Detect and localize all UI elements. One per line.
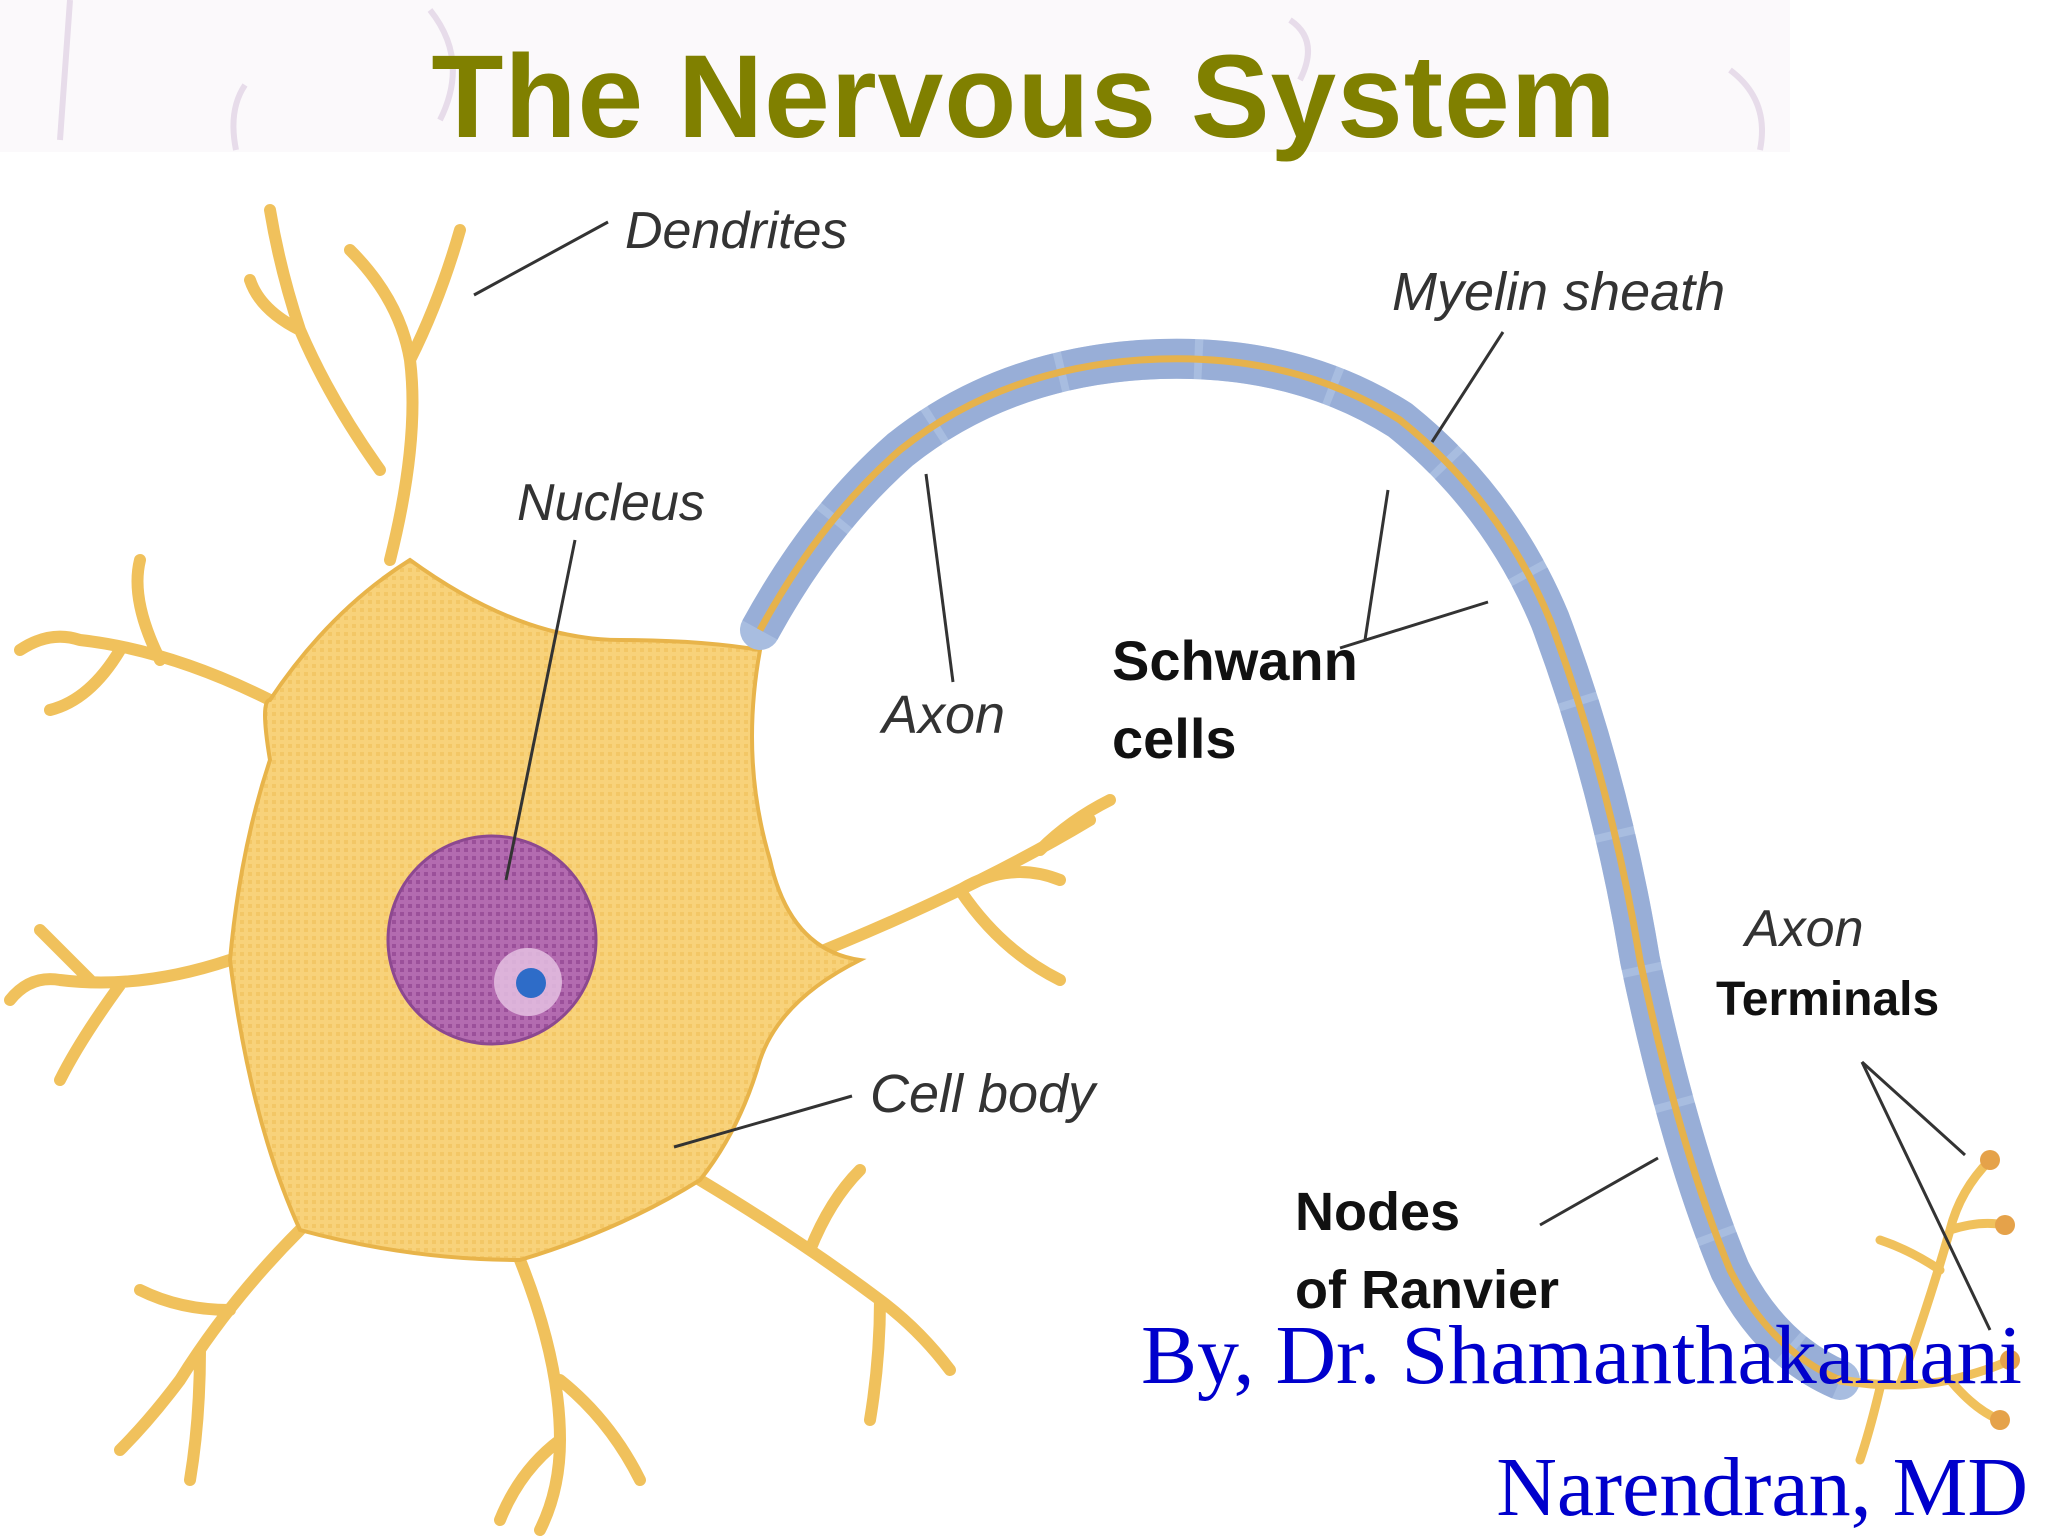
terminal-knobs [1980, 1150, 2020, 1430]
leader-axon [924, 473, 955, 683]
diagram-labels: Dendrites Myelin sheath Nucleus Axon Sch… [517, 202, 1939, 1320]
leader-schwann-cells-2 [1339, 600, 1489, 650]
leader-nucleus [504, 539, 577, 881]
author-credit-line1: By, Dr. Shamanthakamani [1140, 1309, 2022, 1402]
label-dendrites: Dendrites [625, 202, 848, 260]
terminal-knob-3 [2000, 1350, 2020, 1370]
nucleolus-shape [516, 968, 546, 998]
axon-core [756, 355, 1842, 1384]
axon-terminals-branches [1835, 1155, 2015, 1465]
label-axon-terminals-line1: Axon [1742, 900, 1864, 958]
label-myelin-sheath: Myelin sheath [1392, 262, 1725, 322]
leader-axon-terminals-1 [1860, 1060, 1967, 1157]
terminal-knob-1 [1980, 1150, 2000, 1170]
label-nucleus: Nucleus [517, 474, 705, 532]
nucleus-shape [386, 834, 598, 1046]
author-credit-line2: Narendran, MD [1496, 1441, 2028, 1534]
leader-cell-body [673, 1094, 853, 1149]
label-axon-terminals-line2: Terminals [1716, 973, 1939, 1026]
label-axon: Axon [879, 685, 1005, 745]
leader-axon-terminals-2 [1860, 1061, 1992, 1331]
leader-myelin-sheath [1430, 331, 1505, 443]
terminal-knob-4 [1990, 1410, 2010, 1430]
title-background-sketch [57, 0, 1765, 151]
slide-title: The Nervous System [431, 31, 1617, 163]
dendrite-left [4, 924, 236, 1086]
dendrite-upper-left [14, 554, 276, 716]
label-schwann-cells-line1: Schwann [1112, 629, 1358, 692]
dendrite-lower-left [114, 1224, 306, 1486]
leader-schwann-cells-1 [1363, 489, 1390, 641]
terminal-knob-2 [1995, 1215, 2015, 1235]
leader-lines [473, 220, 1992, 1331]
title-background [0, 0, 1790, 152]
terminal-branch-main [1835, 1355, 2015, 1390]
label-nodes-of-ranvier-line2: of Ranvier [1295, 1260, 1559, 1320]
dendrite-lower-right [694, 1164, 956, 1426]
label-nodes-of-ranvier-line1: Nodes [1295, 1182, 1460, 1242]
dendrite-right [794, 794, 1116, 986]
label-cell-body: Cell body [870, 1064, 1098, 1124]
leader-nodes-of-ranvier [1539, 1156, 1659, 1227]
dendrites-group [4, 204, 1116, 1536]
label-schwann-cells-line2: cells [1112, 707, 1237, 770]
dendrite-bottom [494, 1254, 646, 1536]
leader-dendrites [473, 220, 609, 297]
dendrite-top [244, 204, 466, 566]
